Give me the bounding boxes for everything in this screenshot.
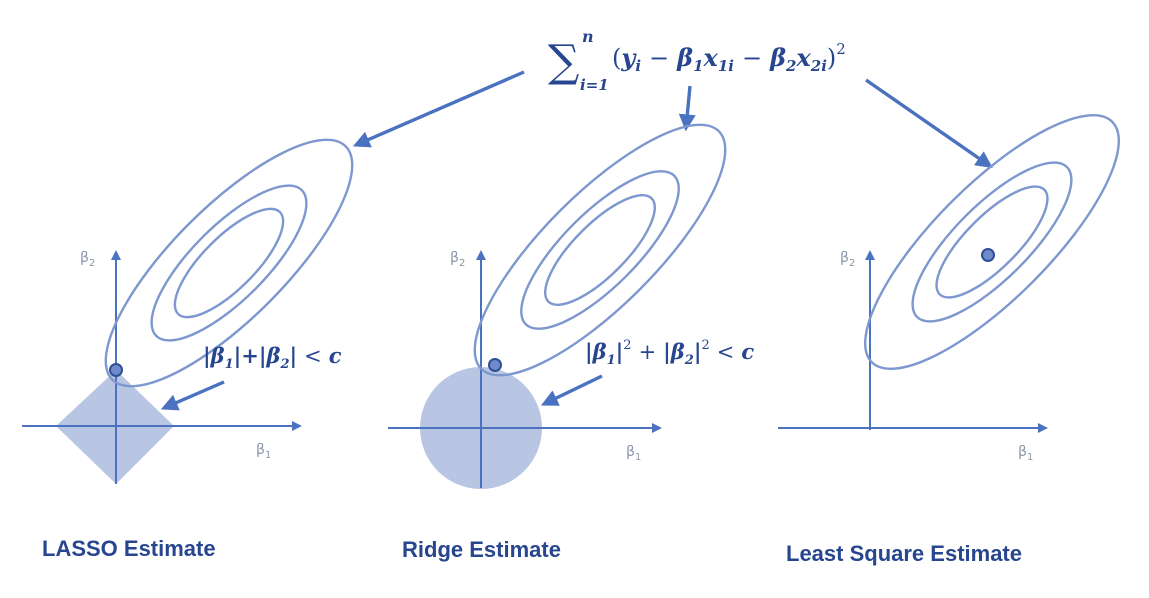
lasso-estimate-point	[109, 363, 123, 377]
ols-contour-middle	[911, 161, 1073, 323]
ols-contours	[864, 114, 1120, 370]
lasso-contours	[104, 138, 354, 388]
ols-panel: β2 β1 Least Square Estimate	[778, 114, 1120, 566]
formula-body: (yi−β1x1i−β2x2i)2	[612, 40, 846, 75]
ridge-constraint-formula: |β1|2+|β2|2<c	[585, 338, 754, 368]
lasso-panel: β2 β1 |β1|+|β2|<c LASSO Estimate	[22, 138, 354, 561]
lasso-contour-middle	[150, 184, 308, 342]
ridge-contour-outer	[473, 123, 727, 377]
lasso-contour-inner	[173, 207, 285, 319]
lasso-y-axis-label: β2	[80, 250, 95, 269]
lasso-contour-outer	[104, 138, 354, 388]
ridge-title: Ridge Estimate	[402, 537, 561, 562]
ridge-y-axis-label: β2	[450, 250, 465, 269]
lasso-constraint-arrow	[160, 380, 225, 411]
formula-arrow-ridge	[678, 85, 696, 132]
ridge-contour-middle	[520, 170, 680, 330]
ols-contour-outer	[864, 114, 1120, 370]
lasso-x-axis-label: β1	[256, 442, 271, 461]
ridge-contours	[473, 123, 727, 377]
lasso-title: LASSO Estimate	[42, 536, 216, 561]
sum-upper-limit: n	[582, 27, 594, 46]
ols-estimate-point	[981, 248, 995, 262]
ols-y-axis-label: β2	[840, 250, 855, 269]
ridge-estimate-point	[488, 358, 502, 372]
lasso-constraint-formula: |β1|+|β2|<c	[203, 343, 342, 372]
ols-x-axis-label: β1	[1018, 444, 1033, 463]
ols-contour-inner	[935, 185, 1049, 299]
ridge-x-axis-label: β1	[626, 444, 641, 463]
formula-arrow-lasso	[352, 70, 525, 148]
ridge-constraint-arrow	[540, 374, 603, 406]
loss-formula: ∑ n i=1 (yi−β1x1i−β2x2i)2	[548, 27, 846, 94]
sum-lower-limit: i=1	[580, 76, 609, 94]
ols-title: Least Square Estimate	[786, 541, 1022, 566]
ridge-contour-inner	[544, 194, 656, 306]
sum-symbol: ∑	[548, 36, 579, 87]
ridge-panel: β2 β1 |β1|2+|β2|2<c Ridge Estimate	[388, 123, 754, 562]
formula-arrow-ols	[865, 78, 993, 168]
